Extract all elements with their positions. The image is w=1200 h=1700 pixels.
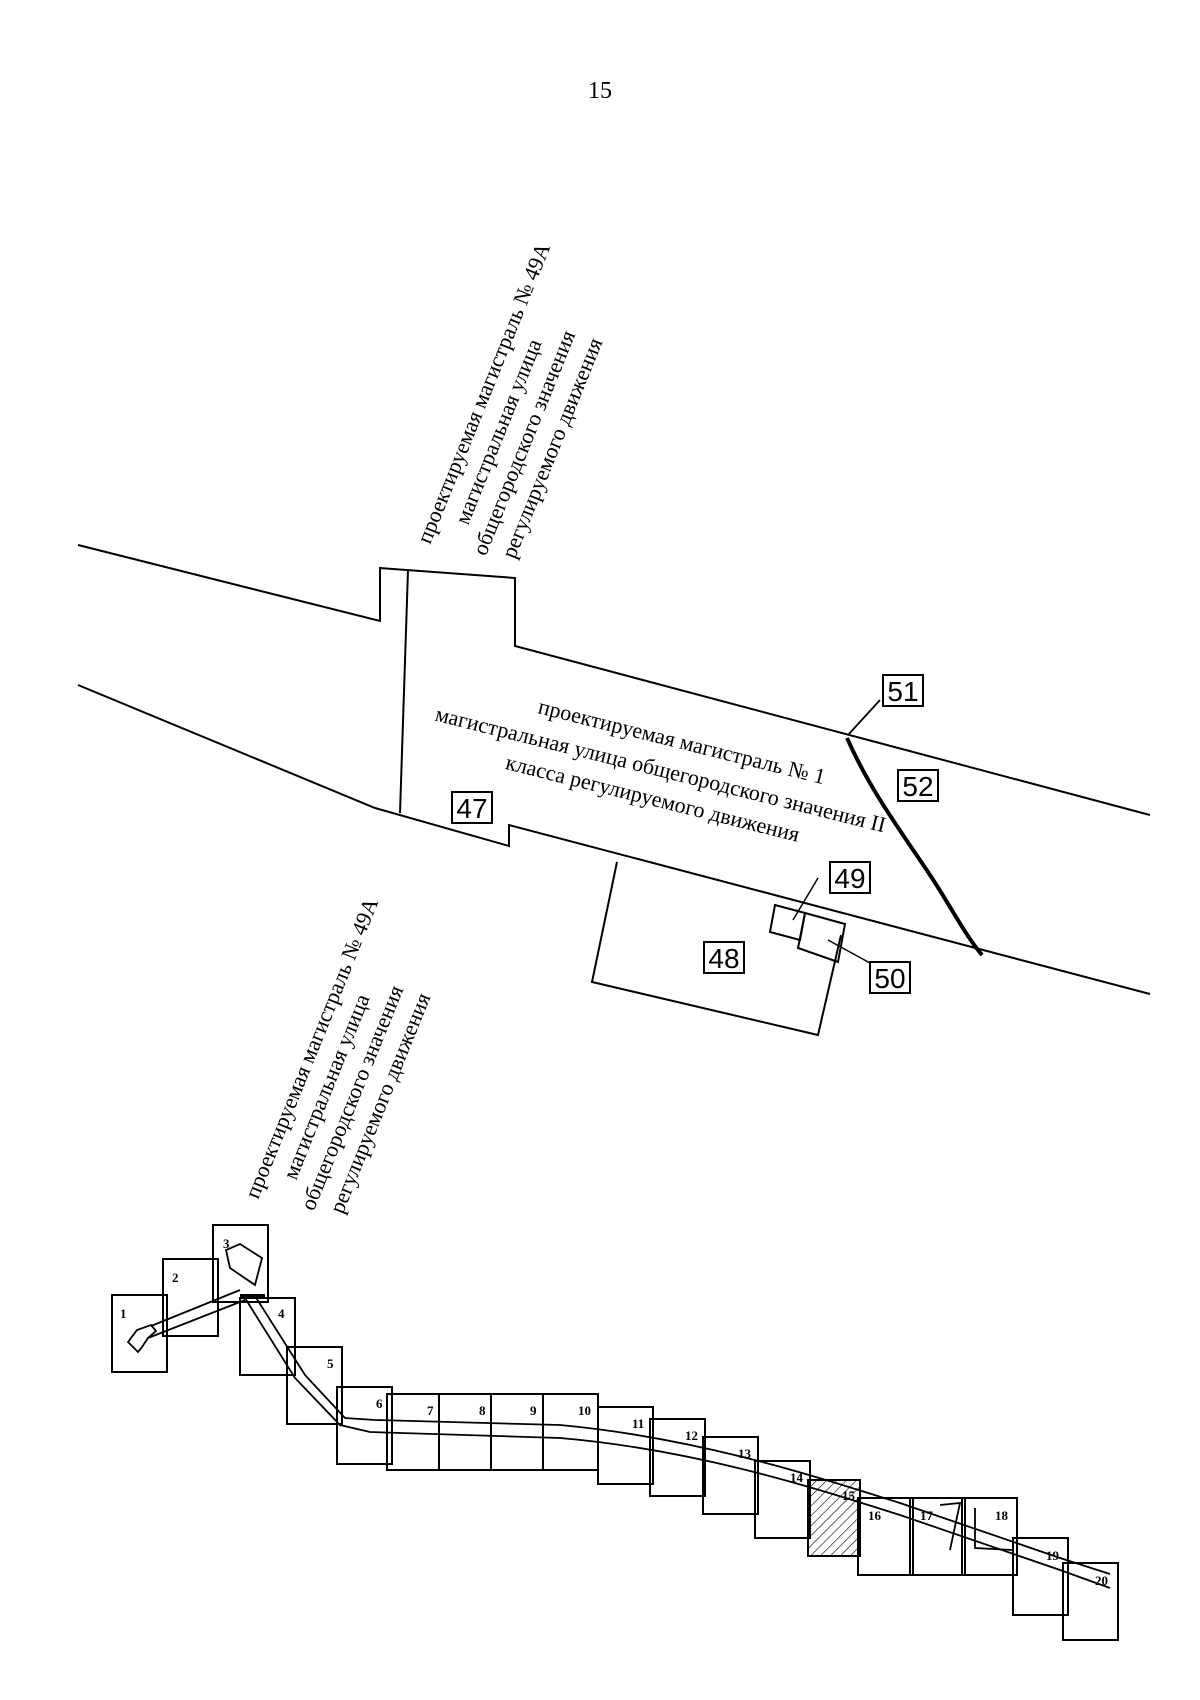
road-corridor xyxy=(77,544,1151,995)
boundary-51-52 xyxy=(845,737,984,957)
route-spur-18 xyxy=(974,1508,1013,1551)
road-lower-boundary xyxy=(77,684,1151,995)
sheet-number-8: 8 xyxy=(479,1403,486,1418)
svg-text:50: 50 xyxy=(874,963,905,994)
sheet-13-frame xyxy=(702,1436,759,1515)
parcel-51-leader xyxy=(847,699,881,736)
parcel-label-52: 52 xyxy=(897,769,939,802)
sheet-number-2: 2 xyxy=(172,1270,179,1285)
parcel-label-50: 50 xyxy=(869,961,911,994)
road-1-label: проектируемая магистраль № 1 магистральн… xyxy=(433,694,888,847)
parcel-50-leader xyxy=(827,939,871,964)
svg-text:49: 49 xyxy=(834,863,865,894)
sheet-18-frame xyxy=(961,1497,1018,1576)
sheet-numbers: 1 2 3 4 5 6 7 8 9 10 11 12 13 14 15 16 1… xyxy=(120,1236,1108,1588)
sheet-number-18: 18 xyxy=(995,1508,1009,1523)
sheet-number-20: 20 xyxy=(1095,1573,1108,1588)
sheet-number-11: 11 xyxy=(632,1416,644,1431)
sheet-4-frame xyxy=(239,1297,296,1376)
sheet-number-1: 1 xyxy=(120,1306,127,1321)
lower-parcels xyxy=(590,861,871,1037)
route-spur-17 xyxy=(939,1501,962,1551)
sheet-19-frame xyxy=(1012,1537,1069,1616)
parcel-50-outline xyxy=(796,911,847,964)
parcel-48-outline xyxy=(590,861,842,1037)
road-upper-boundary xyxy=(77,544,1151,816)
sheet-2-frame xyxy=(162,1258,219,1337)
route-hook xyxy=(126,1323,158,1354)
svg-text:52: 52 xyxy=(902,771,933,802)
svg-text:51: 51 xyxy=(887,676,918,707)
parcel-49-leader xyxy=(792,877,819,921)
road-49a-label-bottom: проектируемая магистраль № 49А магистрал… xyxy=(239,894,435,1217)
parcel-label-48: 48 xyxy=(703,941,745,974)
sheet-number-6: 6 xyxy=(376,1396,383,1411)
sheet-15-frame xyxy=(807,1479,861,1557)
sheet-11-frame xyxy=(597,1406,654,1485)
sheet-number-13: 13 xyxy=(738,1446,752,1461)
sheet-number-17: 17 xyxy=(920,1508,934,1523)
route-link-a xyxy=(147,1289,246,1339)
sheet-number-7: 7 xyxy=(427,1403,434,1418)
svg-text:47: 47 xyxy=(456,793,487,824)
sheet-number-12: 12 xyxy=(685,1428,698,1443)
sheet-number-4: 4 xyxy=(278,1306,285,1321)
sheet-12-frame xyxy=(649,1418,706,1497)
svg-text:48: 48 xyxy=(708,943,739,974)
sheet-5-frame xyxy=(286,1346,343,1425)
road-49a-label-top: проектируемая магистраль № 49А магистрал… xyxy=(411,239,607,562)
page-number: 15 xyxy=(588,78,612,104)
sheet-number-16: 16 xyxy=(868,1508,882,1523)
sheet-1-frame xyxy=(111,1294,168,1373)
route-head xyxy=(224,1242,264,1287)
route-branch xyxy=(244,1297,1111,1589)
sheet-index-map xyxy=(111,1224,1119,1641)
sheet-number-9: 9 xyxy=(530,1403,537,1418)
sheet-index-route xyxy=(126,1242,1111,1589)
parcel-label-49: 49 xyxy=(829,861,871,894)
sheet-20-frame xyxy=(1062,1562,1119,1641)
sheet-6-frame xyxy=(336,1386,393,1465)
sheet-number-14: 14 xyxy=(790,1470,804,1485)
road-divider-line xyxy=(399,569,409,814)
sheet-number-3: 3 xyxy=(223,1236,230,1251)
parcel-label-51: 51 xyxy=(882,674,924,707)
sheet-number-10: 10 xyxy=(578,1403,591,1418)
sheet-number-5: 5 xyxy=(327,1356,334,1371)
route-branch-2 xyxy=(254,1295,1111,1575)
sheet-number-19: 19 xyxy=(1046,1548,1060,1563)
parcel-label-47: 47 xyxy=(451,791,493,824)
sheet-number-15: 15 xyxy=(842,1488,856,1503)
